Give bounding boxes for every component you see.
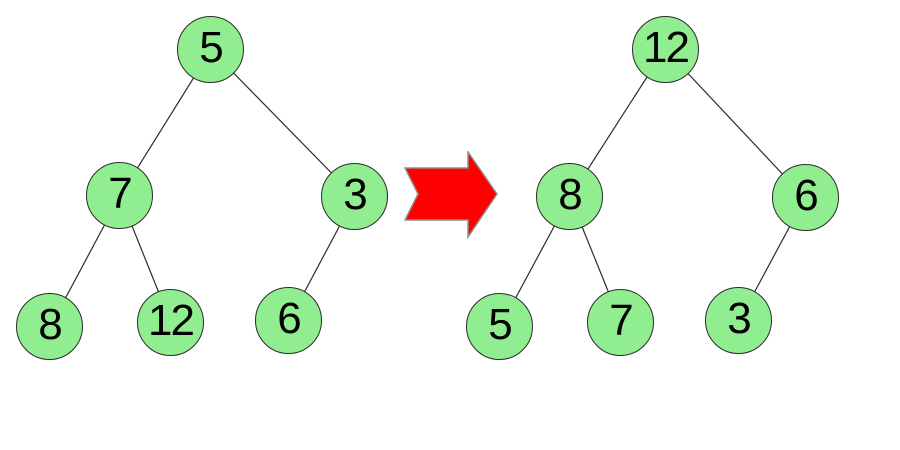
after-node-right-left: 3 [705,287,772,354]
node-label: 7 [108,169,133,218]
node-label: 8 [558,170,583,219]
node-label: 7 [609,296,634,345]
node-label: 6 [794,171,819,220]
right-arrow-shape [404,151,498,239]
before-node-right-left: 6 [255,287,322,354]
right-arrow-icon [404,151,498,239]
node-label: 5 [488,300,513,349]
node-label: 8 [38,300,63,349]
after-node-left-right: 7 [587,289,654,356]
after-node-left-left: 5 [466,293,533,360]
before-node-left-left: 8 [16,293,83,360]
before-node-left-right: 12 [137,289,204,356]
node-label: 12 [643,23,690,72]
node-label: 6 [277,294,302,343]
before-node-root-right: 3 [321,163,388,230]
node-label: 12 [148,296,195,345]
after-node-root-right: 6 [772,164,839,231]
after-node-root-left: 8 [536,163,603,230]
node-label: 3 [727,294,752,343]
node-label: 3 [343,170,368,219]
node-label: 5 [199,23,224,72]
before-node-root-left: 7 [86,162,153,229]
before-node-root: 5 [177,16,244,83]
after-node-root: 12 [632,16,699,83]
